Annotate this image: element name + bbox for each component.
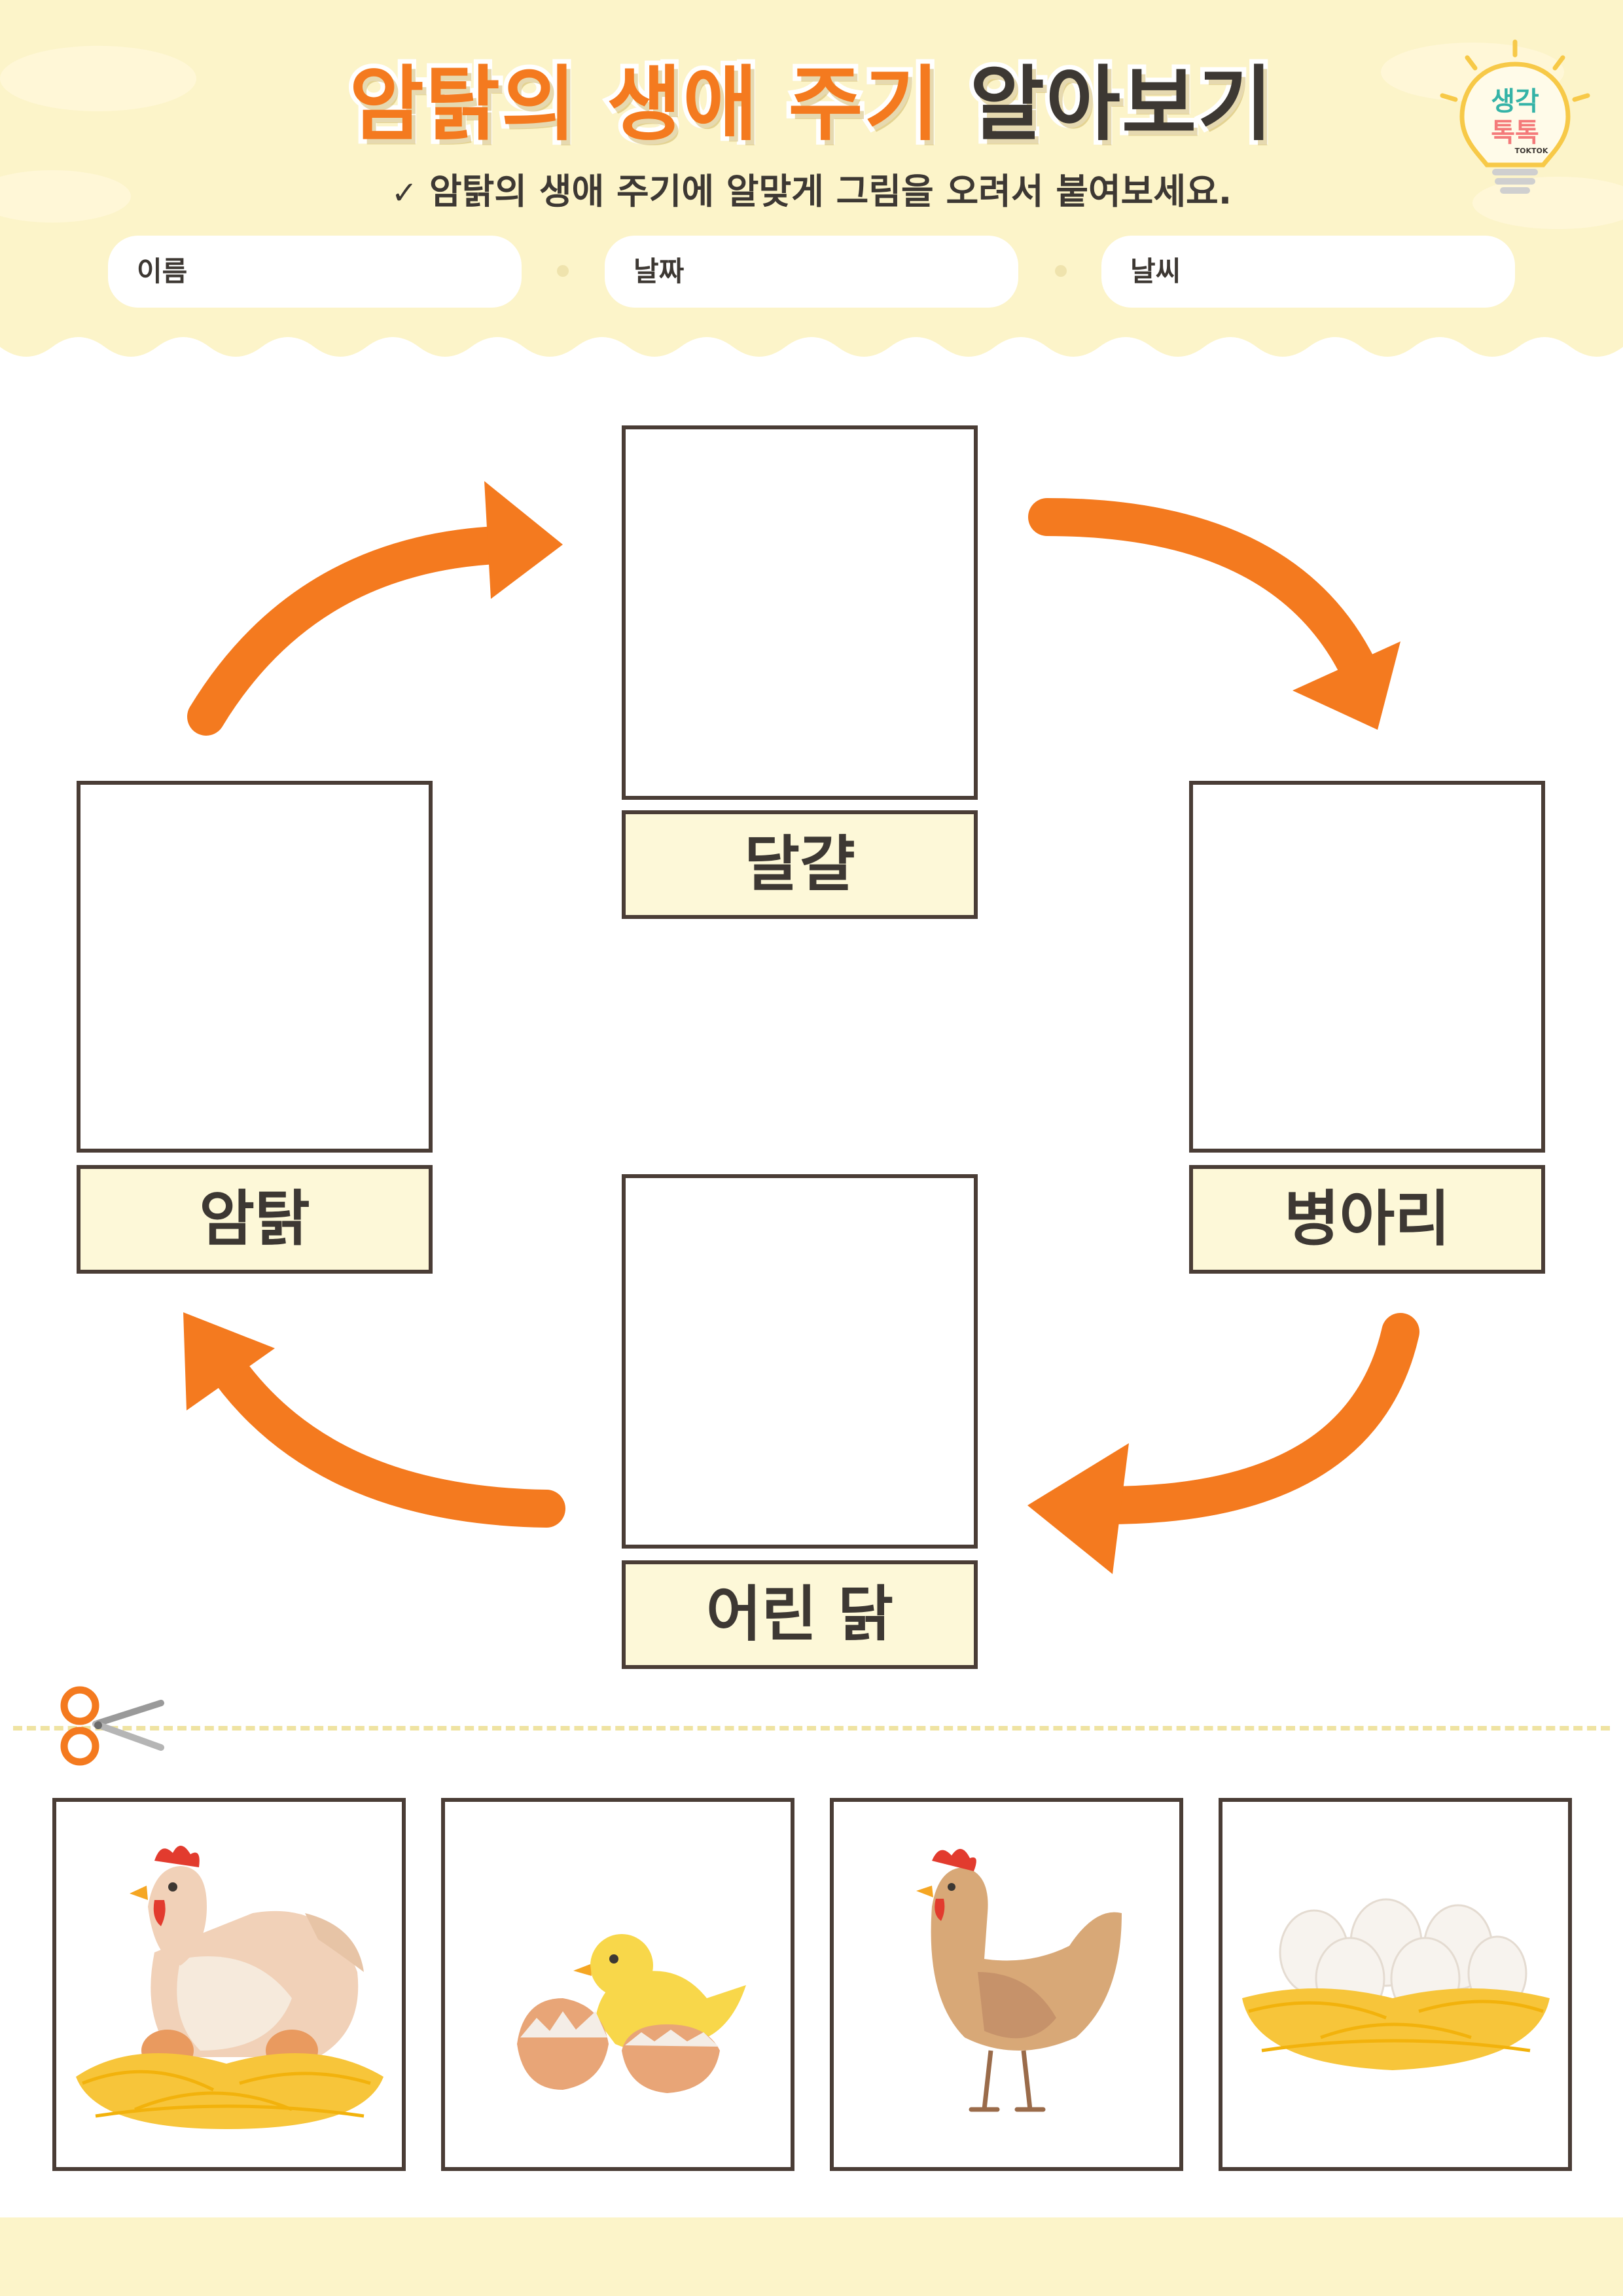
stage-label-chick: 병아리 — [1189, 1165, 1545, 1274]
hatching-chick-image — [517, 1934, 746, 2093]
lightbulb-icon: 생각 톡톡 TOKTOK — [1440, 39, 1590, 194]
stage-label-egg: 달걀 — [622, 810, 978, 919]
separator-dot — [1055, 265, 1067, 277]
instruction-label: 암탉의 생애 주기에 알맞게 그림을 오려서 붙여보세요. — [429, 171, 1232, 212]
checkmark-icon: ✓ — [391, 175, 418, 211]
arrowhead-3 — [1027, 1443, 1129, 1574]
young-chicken-image — [916, 1848, 1122, 2112]
scissors-icon — [60, 1686, 164, 1766]
paste-box-chick[interactable] — [1189, 781, 1545, 1153]
title-highlight: 암탉의 생애 주기 — [345, 53, 944, 156]
logo-line3: TOKTOK — [1515, 147, 1548, 155]
cutout-card-eggs[interactable] — [1219, 1798, 1572, 2171]
paste-box-hen[interactable] — [77, 781, 433, 1153]
paste-box-young[interactable] — [622, 1174, 978, 1549]
arrowhead-1 — [484, 481, 563, 599]
logo-line1: 생각 — [1491, 86, 1539, 117]
cutout-card-chick[interactable] — [441, 1798, 794, 2171]
eggs-in-nest-image — [1242, 1898, 1550, 2070]
arrowhead-2 — [1293, 641, 1400, 730]
arrow-hen-to-egg — [187, 526, 529, 736]
footer-band — [0, 2217, 1623, 2296]
page-title: 암탉의 생애 주기 알아보기 — [0, 38, 1623, 156]
stage-label-young: 어린 닭 — [622, 1560, 978, 1669]
cut-line — [13, 1726, 1610, 1731]
logo-line2: 톡톡 — [1491, 118, 1539, 148]
date-field[interactable]: 날짜 — [605, 236, 1018, 308]
date-field-label: 날짜 — [633, 255, 685, 287]
paste-box-egg[interactable] — [622, 425, 978, 800]
weather-field-label: 날씨 — [1130, 255, 1181, 287]
cutout-card-hen[interactable] — [52, 1798, 406, 2171]
cutout-card-young[interactable] — [830, 1798, 1183, 2171]
name-field-label: 이름 — [137, 255, 188, 287]
separator-dot — [557, 265, 569, 277]
title-rest: 알아보기 — [965, 53, 1277, 156]
stage-label-hen: 암탉 — [77, 1165, 433, 1274]
arrow-egg-to-chick — [1028, 498, 1377, 687]
arrow-young-to-hen — [204, 1342, 565, 1528]
hen-on-nest-image — [76, 1845, 383, 2129]
name-field[interactable]: 이름 — [108, 236, 522, 308]
arrowhead-4 — [183, 1312, 275, 1410]
instruction-text: ✓ 암탉의 생애 주기에 알맞게 그림을 오려서 붙여보세요. — [0, 162, 1623, 214]
weather-field[interactable]: 날씨 — [1101, 236, 1515, 308]
arrow-chick-to-young — [1087, 1313, 1419, 1524]
header: 암탉의 생애 주기 알아보기 ✓ 암탉의 생애 주기에 알맞게 그림을 오려서 붙… — [0, 0, 1623, 367]
